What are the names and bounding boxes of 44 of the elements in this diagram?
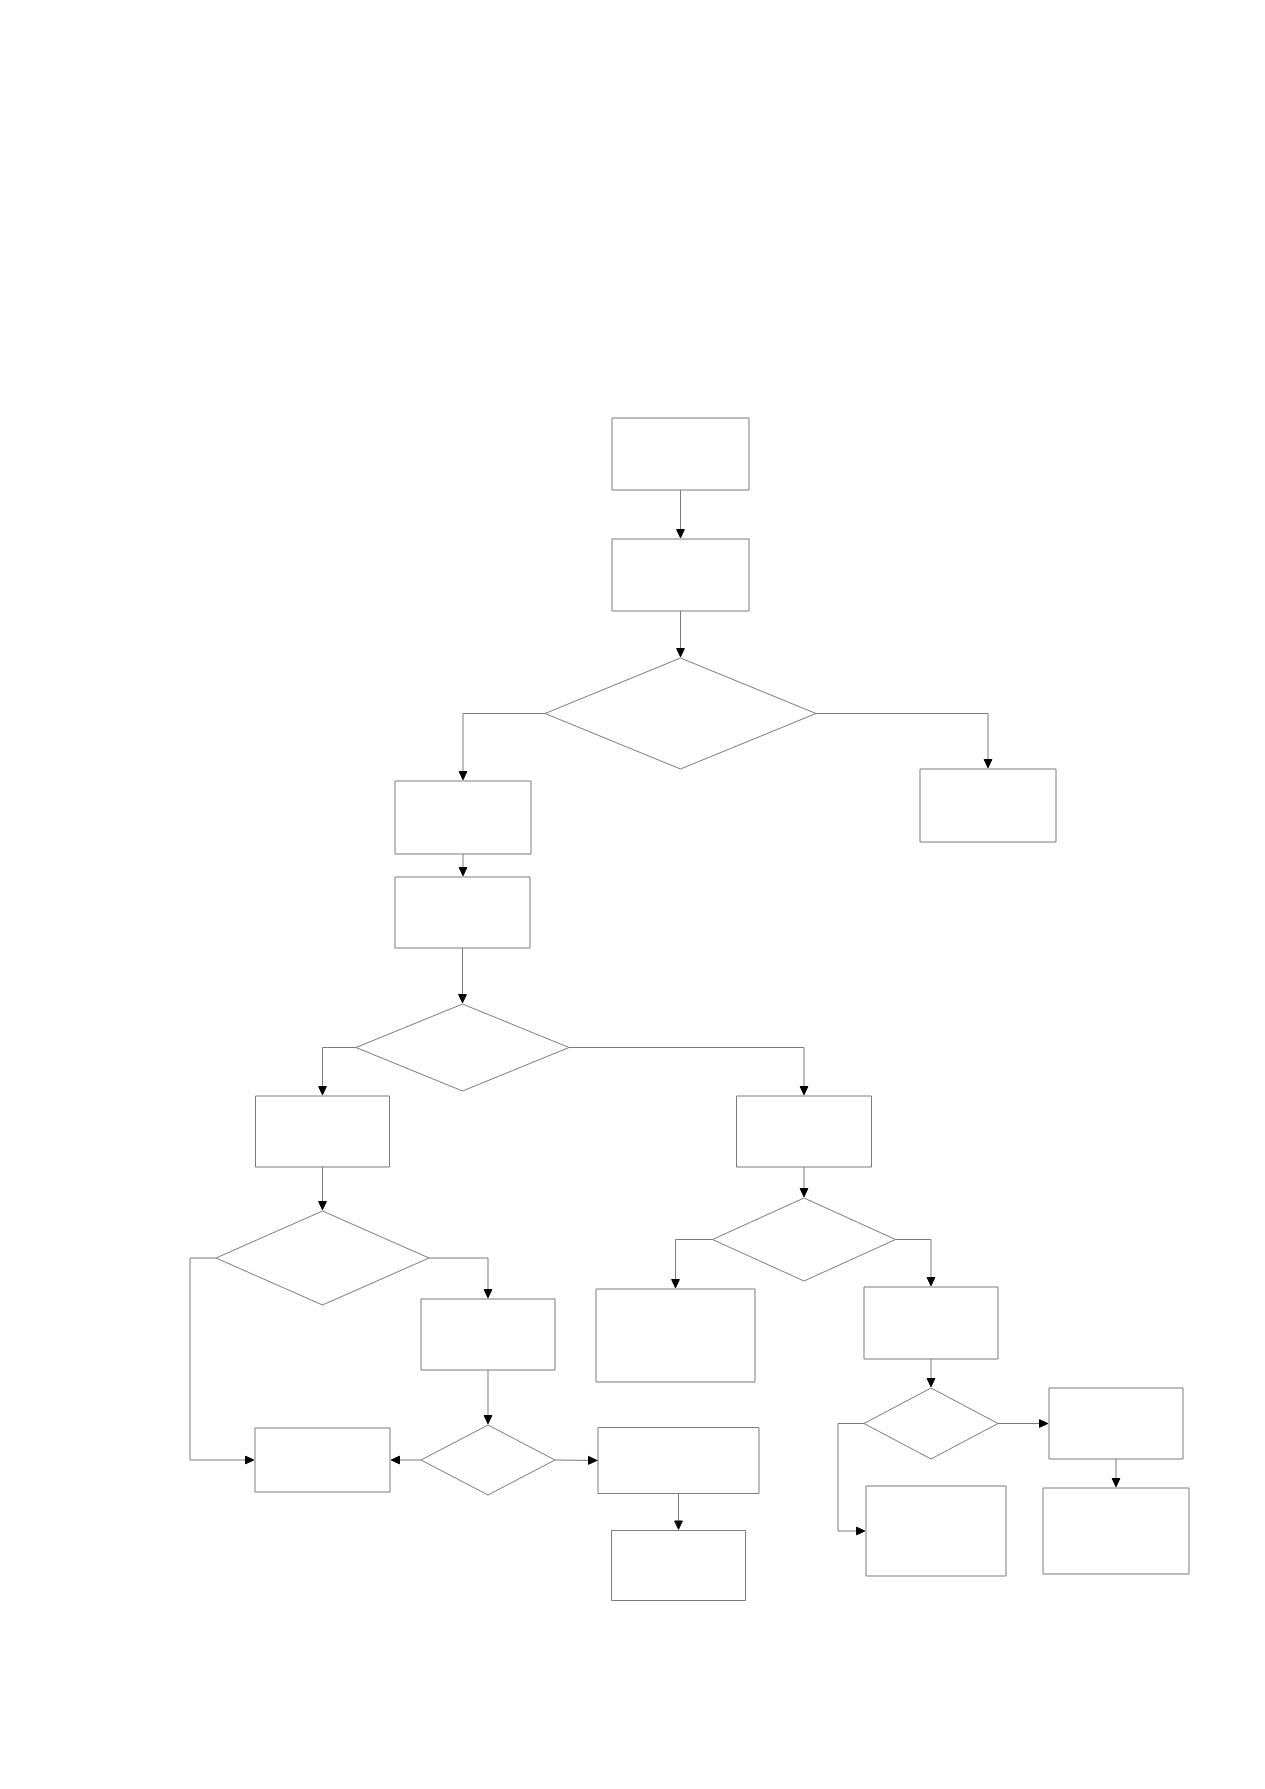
arrow — [483, 1369, 493, 1425]
process-box — [420, 1298, 556, 1371]
process-box — [1048, 1387, 1184, 1460]
process-box — [394, 876, 531, 949]
decision-diamond — [355, 1003, 570, 1092]
arrow — [458, 713, 546, 781]
arrow — [815, 713, 993, 769]
arrow — [676, 489, 685, 539]
arrow — [926, 1358, 936, 1388]
decision-diamond — [420, 1424, 556, 1496]
process-box — [254, 1427, 391, 1493]
arrow — [390, 1455, 422, 1465]
process-box — [394, 780, 532, 855]
arrow — [671, 1239, 713, 1289]
process-box — [863, 1286, 999, 1360]
process-box — [919, 768, 1057, 843]
arrow — [458, 853, 468, 877]
arrow — [568, 1047, 809, 1096]
arrow — [676, 610, 685, 658]
arrow — [428, 1257, 493, 1299]
process-box — [1042, 1487, 1190, 1575]
process-box — [611, 1530, 746, 1601]
arrow — [458, 947, 467, 1004]
process-box — [736, 1095, 872, 1168]
process-box — [865, 1485, 1007, 1577]
arrow — [674, 1493, 683, 1530]
process-box — [611, 538, 750, 612]
arrow — [837, 1423, 866, 1536]
arrow — [997, 1419, 1049, 1428]
decision-diamond — [863, 1387, 999, 1460]
process-box — [255, 1095, 390, 1168]
decision-diamond — [712, 1197, 896, 1282]
arrow — [895, 1239, 936, 1287]
arrow — [1111, 1458, 1121, 1488]
arrow — [554, 1456, 598, 1465]
decision-diamond — [215, 1210, 430, 1306]
process-box — [611, 417, 750, 491]
arrow — [318, 1047, 357, 1096]
arrow — [318, 1166, 327, 1211]
arrow — [799, 1166, 809, 1198]
process-box — [595, 1288, 756, 1383]
arrow — [189, 1257, 255, 1465]
decision-diamond — [544, 657, 817, 770]
process-box — [597, 1427, 760, 1494]
